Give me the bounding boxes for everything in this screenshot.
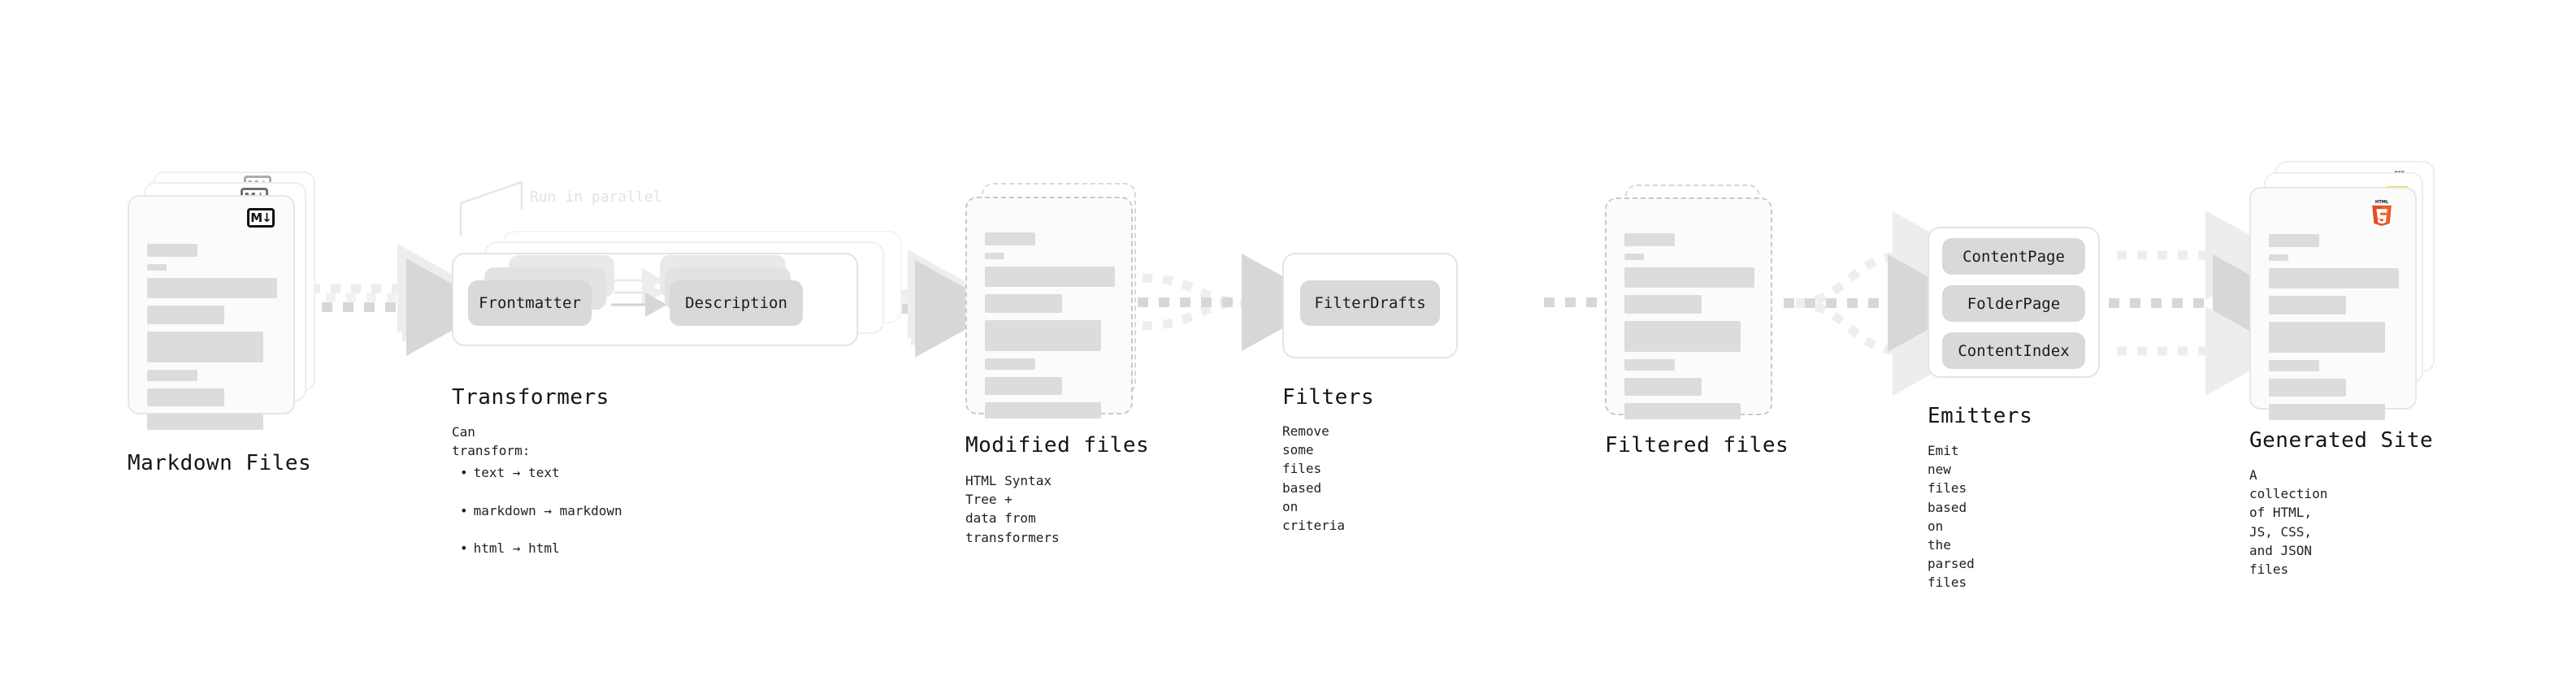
run-in-parallel-bracket — [459, 180, 523, 236]
doc-bar — [2269, 322, 2385, 353]
filtered-card-front[interactable] — [1605, 197, 1772, 419]
doc-bar — [1624, 267, 1754, 288]
doc-bar — [985, 358, 1035, 370]
doc-bar — [985, 402, 1101, 419]
stage-title-markdown-files: Markdown Files — [128, 451, 312, 475]
doc-bar — [2269, 296, 2346, 314]
arrow-modified-to-filters — [1138, 254, 1329, 351]
transformers-bullet-item: markdown → markdown — [460, 501, 622, 520]
doc-bar — [1624, 359, 1675, 371]
transformers-bullet-item: text → text — [460, 463, 622, 482]
doc-bar — [147, 332, 263, 362]
transformers-bullets: text → text markdown → markdown html → h… — [460, 445, 622, 576]
stage-title-generated-site: Generated Site — [2249, 428, 2434, 453]
doc-bar — [2269, 379, 2346, 397]
markdown-icon: M↓ — [247, 208, 275, 228]
doc-bar — [985, 294, 1062, 313]
filter-chip-filterdrafts[interactable]: FilterDrafts — [1300, 280, 1440, 326]
modified-card-bars — [985, 232, 1115, 426]
arrow-markdown-to-transformers — [301, 244, 494, 356]
arrow-emitters-to-site — [2109, 210, 2301, 396]
filters-subtitle: Remove some files based on criteria — [1282, 423, 1346, 533]
doc-bar — [147, 306, 224, 324]
doc-bar — [147, 414, 263, 430]
site-card-front[interactable]: HTML — [2249, 187, 2417, 420]
svg-text:HTML: HTML — [2375, 200, 2389, 205]
doc-bar — [1624, 378, 1702, 396]
stage-title-modified-files: Modified files — [965, 433, 1150, 458]
doc-bar — [2269, 234, 2319, 247]
doc-bar — [2269, 268, 2399, 288]
generated-site-subtitle: A collection of HTML, JS, CSS, and JSON … — [2249, 467, 2328, 577]
doc-bar — [1624, 403, 1741, 419]
markdown-card-front[interactable]: M↓ — [128, 195, 295, 430]
arrow-filtered-to-emitters — [1784, 211, 1975, 396]
stage-title-transformers: Transformers — [452, 385, 609, 410]
doc-bar — [985, 267, 1115, 287]
doc-bar — [1624, 321, 1741, 352]
doc-bar — [1624, 254, 1644, 260]
doc-bar — [985, 377, 1062, 395]
transformer-chip-description[interactable]: Description — [670, 280, 803, 326]
modified-files-subtitle: HTML Syntax Tree + data from transformer… — [965, 473, 1060, 545]
stage-title-emitters: Emitters — [1928, 404, 2033, 428]
emitter-chip-contentindex[interactable]: ContentIndex — [1942, 332, 2085, 369]
markdown-card-bars — [147, 244, 277, 437]
doc-bar — [147, 264, 167, 271]
transformers-bullet-item: html → html — [460, 539, 622, 557]
transformer-chip-frontmatter[interactable]: Frontmatter — [468, 280, 592, 326]
filtered-card-bars — [1624, 233, 1754, 427]
emitter-chip-contentpage[interactable]: ContentPage — [1942, 238, 2085, 275]
stage-title-filtered-files: Filtered files — [1605, 433, 1789, 458]
html5-icon: HTML — [2370, 198, 2394, 226]
doc-bar — [147, 370, 197, 381]
doc-bar — [1624, 233, 1675, 246]
doc-bar — [147, 388, 224, 406]
doc-bar — [2269, 360, 2319, 371]
doc-bar — [985, 232, 1035, 245]
doc-bar — [147, 244, 197, 257]
doc-bar — [985, 253, 1004, 259]
doc-bar — [2269, 404, 2385, 420]
doc-bar — [1624, 295, 1702, 314]
doc-bar — [985, 320, 1101, 351]
stage-title-filters: Filters — [1282, 385, 1375, 410]
run-in-parallel-label: Run in parallel — [530, 189, 662, 206]
emitter-chip-folderpage[interactable]: FolderPage — [1942, 285, 2085, 322]
site-card-bars — [2269, 234, 2399, 427]
emitters-subtitle: Emit new files based on the parsed files — [1928, 443, 1975, 591]
transformers-subtitle: Can transform: — [452, 424, 531, 459]
doc-bar — [2269, 254, 2288, 261]
modified-card-front[interactable] — [965, 197, 1133, 419]
doc-bar — [147, 278, 277, 298]
